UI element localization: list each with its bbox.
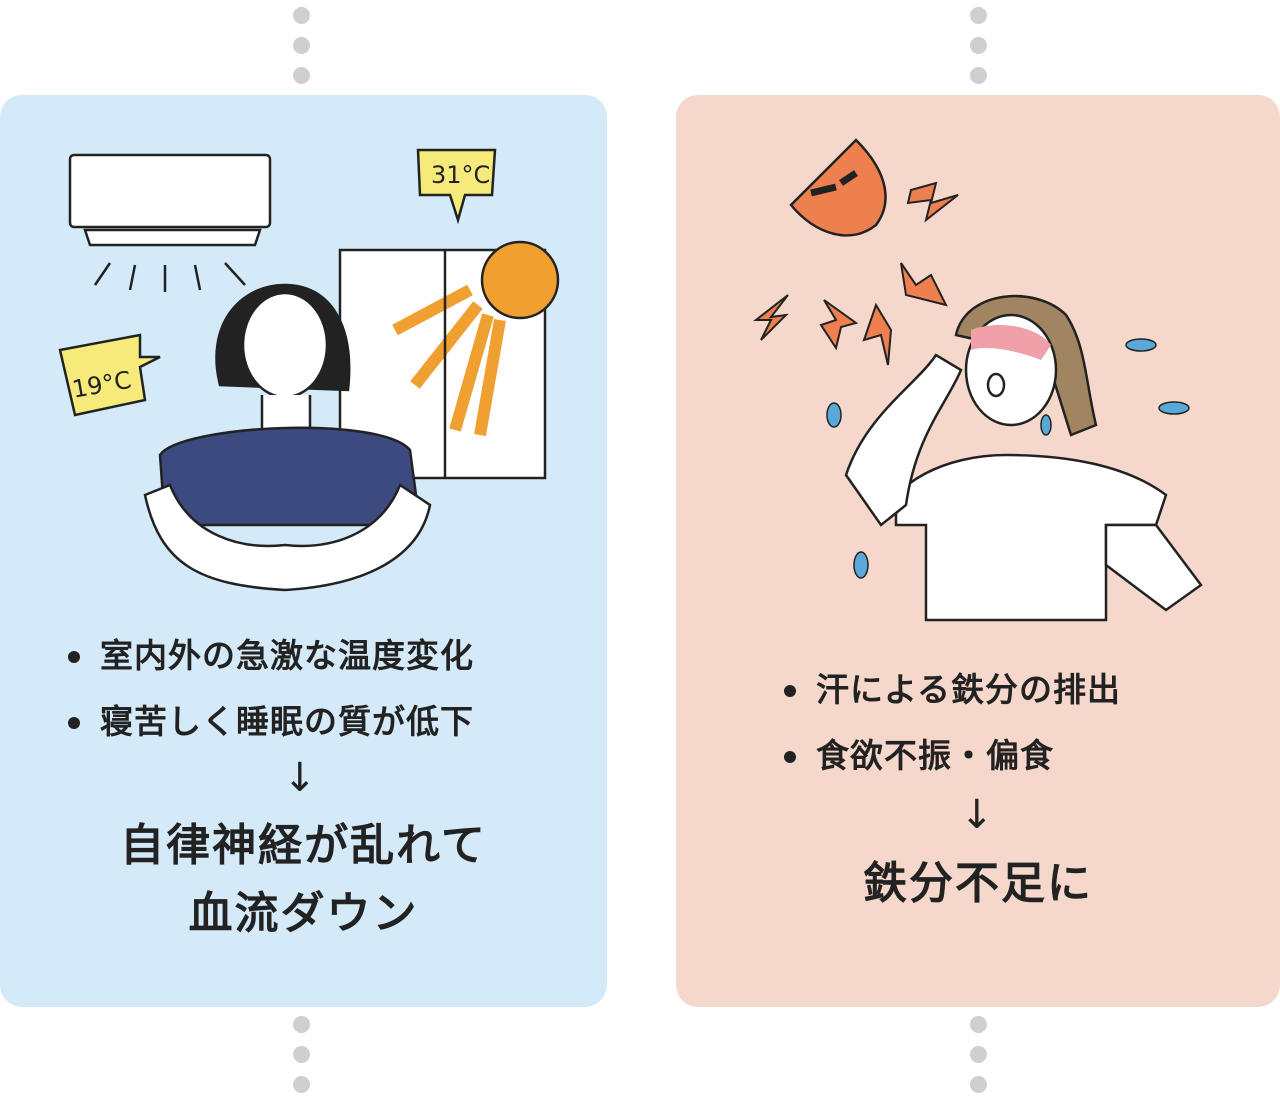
lightning-icons	[753, 181, 959, 366]
hot-woman-illustration	[753, 138, 1203, 622]
cause-item: 食欲不振・偏食	[780, 723, 1121, 789]
cause-item: 汗による鉄分の排出	[780, 657, 1121, 723]
cause-list: 汗による鉄分の排出 食欲不振・偏食	[780, 657, 1121, 789]
connector-dots-top-left	[293, 7, 311, 97]
down-arrow: ↓	[960, 792, 994, 838]
connector-dots-bottom-right	[970, 1016, 988, 1106]
result-line-1: 自律神経が乱れて	[120, 820, 487, 871]
speech-bubble-indoor: 19°C	[58, 333, 161, 417]
card-sweating: 汗による鉄分の排出 食欲不振・偏食 ↓ 鉄分不足に	[676, 95, 1280, 1007]
speech-bubble-outdoor: 31°C	[416, 148, 497, 225]
cause-list: 室内外の急激な温度変化 寝苦しく睡眠の質が低下	[64, 623, 474, 755]
outdoor-temperature: 31°C	[431, 161, 490, 189]
woman-shivering	[143, 283, 432, 592]
air-conditioner-icon	[68, 153, 272, 292]
result-text: 鉄分不足に	[863, 858, 1093, 909]
angry-sun-icon	[789, 138, 887, 237]
sweat-drops-icon	[826, 338, 1190, 579]
result-line-2: 血流ダウン	[188, 888, 419, 939]
woman-sweating	[844, 294, 1203, 622]
cause-item: 室内外の急激な温度変化	[64, 623, 474, 689]
result-text: 自律神経が乱れて 血流ダウン	[0, 812, 607, 948]
card-air-conditioning: 31°C 19°C 室内外の急激な温度変化 寝苦しく睡眠の質が低下 ↓ 自律神経…	[0, 95, 607, 1007]
connector-dots-bottom-left	[293, 1016, 311, 1106]
cause-item: 寝苦しく睡眠の質が低下	[64, 689, 474, 755]
down-arrow: ↓	[283, 755, 317, 801]
connector-dots-top-right	[970, 7, 988, 97]
cold-woman-illustration: 31°C 19°C	[58, 148, 560, 592]
